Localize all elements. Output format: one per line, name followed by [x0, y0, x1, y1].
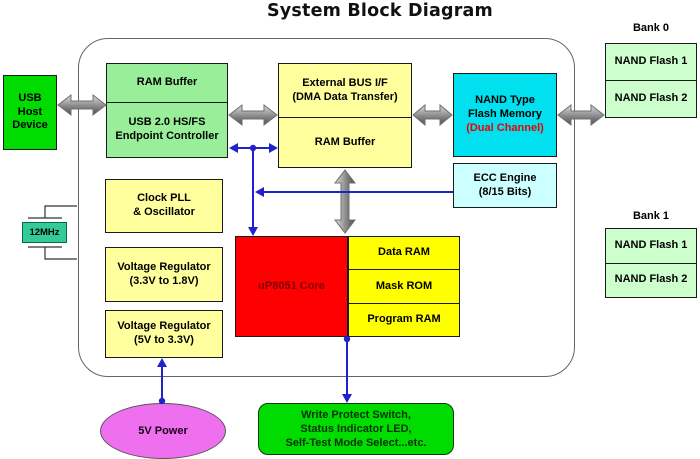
block-usb-endpoint-stack: RAM Buffer USB 2.0 HS/FS Endpoint Contro… [106, 63, 228, 158]
bank1-nand-flash-1: NAND Flash 1 [614, 238, 688, 251]
power-5v-label: 5V Power [138, 425, 188, 437]
block-usb-ram-buffer: RAM Buffer [136, 76, 198, 89]
bank0-box: NAND Flash 1 NAND Flash 2 [605, 43, 697, 118]
nand-flash-if-label: NAND Type Flash Memory [468, 94, 542, 121]
block-ext-ram-buffer: RAM Buffer [279, 117, 411, 167]
block-usb-host-device: USB Host Device [3, 75, 57, 150]
block-external-bus-if: External BUS I/F (DMA Data Transfer) [292, 76, 398, 103]
block-usb-endpoint-controller: USB 2.0 HS/FS Endpoint Controller [107, 102, 227, 157]
bank0-nand-flash-1: NAND Flash 1 [614, 55, 688, 68]
block-program-ram: Program RAM [349, 302, 459, 336]
block-mask-rom: Mask ROM [349, 269, 459, 302]
block-data-ram: Data RAM [378, 246, 430, 259]
block-nand-flash-if: NAND Type Flash Memory (Dual Channel) [453, 73, 557, 157]
block-external-bus-stack: External BUS I/F (DMA Data Transfer) RAM… [278, 63, 412, 168]
bank1-box: NAND Flash 1 NAND Flash 2 [605, 228, 697, 298]
diagram-title: System Block Diagram [267, 1, 493, 21]
bank0-nand-flash-2: NAND Flash 2 [606, 80, 696, 117]
block-voltage-regulator-3v3: Voltage Regulator (5V to 3.3V) [105, 310, 223, 358]
block-clock-pll: Clock PLL & Oscillator [105, 179, 223, 233]
bank1-nand-flash-2: NAND Flash 2 [606, 262, 696, 298]
bank1-label: Bank 1 [632, 210, 670, 222]
bank0-label: Bank 0 [632, 22, 670, 34]
block-io-functions: Write Protect Switch, Status Indicator L… [258, 403, 454, 455]
block-voltage-regulator-1v8: Voltage Regulator (3.3V to 1.8V) [105, 247, 223, 302]
power-5v-ellipse: 5V Power [100, 403, 226, 459]
nand-flash-if-sublabel: (Dual Channel) [466, 121, 544, 134]
block-ecc-engine: ECC Engine (8/15 Bits) [453, 163, 557, 208]
block-memory-stack: Data RAM Mask ROM Program RAM [348, 236, 460, 337]
block-up8051-core: uP8051 Core [235, 236, 348, 337]
crystal-12mhz: 12MHz [22, 222, 67, 243]
